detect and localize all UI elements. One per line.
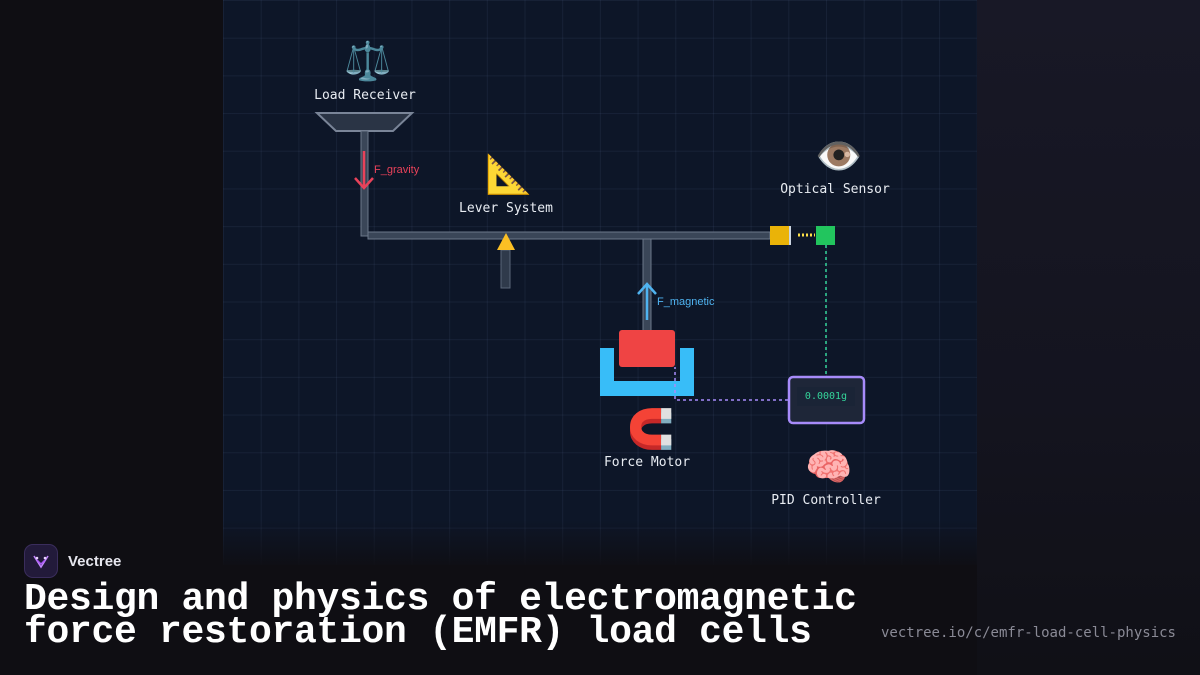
optical-vane (770, 226, 789, 245)
emfr-diagram-panel (223, 0, 977, 565)
gravity-force-arrow (354, 151, 374, 190)
pid-controller-label: PID Controller (771, 493, 881, 508)
vectree-logo-icon (24, 544, 58, 578)
force-motor-label: Force Motor (603, 455, 691, 470)
gravity-force-label: F_gravity (374, 164, 420, 176)
magnet-icon: 🧲 (627, 407, 675, 451)
panel-fade (223, 520, 977, 565)
fulcrum-post (500, 249, 511, 289)
magnetic-force-label: F_magnetic (657, 296, 715, 308)
lever-beam (367, 231, 771, 240)
background-gradient (977, 0, 1200, 675)
brain-icon: 🧠 (805, 445, 853, 489)
optical-sensor-label: Optical Sensor (780, 182, 890, 197)
motor-coil (619, 330, 675, 367)
pid-readout: 0.0001g (797, 387, 855, 406)
load-receiver-pan (314, 112, 415, 132)
fulcrum-pivot (497, 233, 515, 250)
balance-scale-icon: ⚖️ (344, 39, 392, 83)
optical-detector (816, 226, 835, 245)
permanent-magnet (600, 348, 694, 396)
page-title: Design and physics of electromagnetic fo… (24, 578, 857, 654)
triangular-ruler-icon: 📐 (485, 152, 533, 196)
vane-edge (789, 226, 791, 245)
brand-name: Vectree (68, 552, 122, 570)
brand[interactable]: Vectree (24, 544, 121, 578)
page-url[interactable]: vectree.io/c/emfr-load-cell-physics (880, 625, 1176, 641)
lever-system-label: Lever System (459, 201, 553, 216)
eye-icon: 👁️ (815, 134, 863, 178)
load-receiver-label: Load Receiver (314, 88, 416, 103)
magnetic-force-arrow (637, 282, 657, 320)
emfr-diagram (314, 112, 866, 425)
control-signal-line (674, 367, 788, 401)
